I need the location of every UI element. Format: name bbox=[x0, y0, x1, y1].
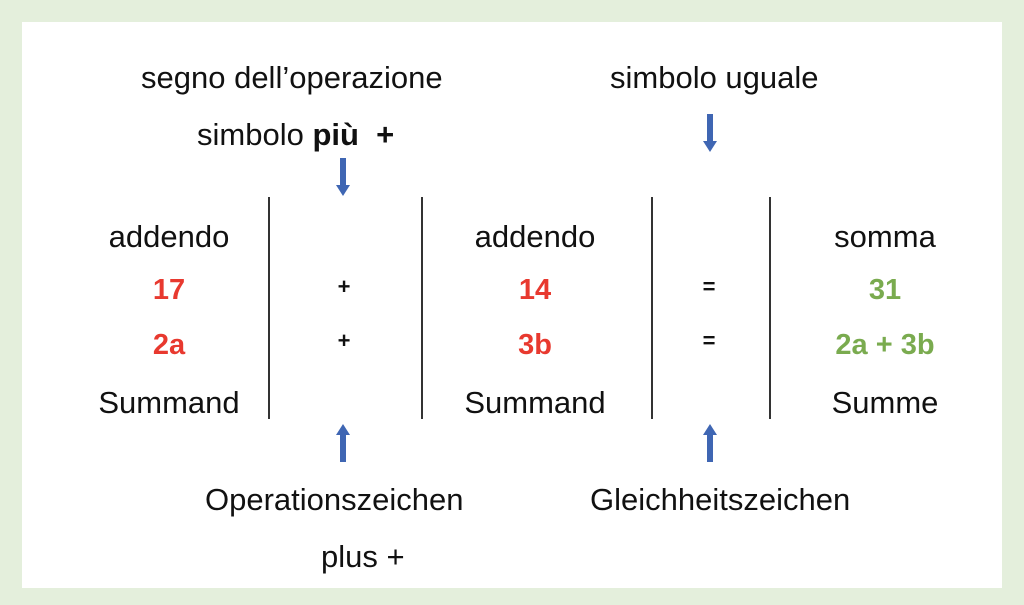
addend-footer: Summand bbox=[98, 385, 240, 420]
sum-header: somma bbox=[834, 219, 936, 254]
plus-operator: + bbox=[337, 328, 351, 353]
column-divider bbox=[651, 197, 653, 419]
arrow-up-icon bbox=[336, 424, 350, 462]
addend-value: 3b bbox=[518, 329, 552, 361]
operation-sign-de-label: Operationszeichen bbox=[205, 482, 464, 517]
diagram-panel bbox=[22, 22, 1002, 588]
column-divider bbox=[421, 197, 423, 419]
arrow-down-icon bbox=[703, 114, 717, 152]
plus-de-label: plus + bbox=[321, 539, 405, 574]
plus-symbol-sign: + bbox=[376, 117, 395, 152]
column-divider bbox=[268, 197, 270, 419]
addend-header: addendo bbox=[108, 219, 230, 254]
equal-sign-de-label: Gleichheitszeichen bbox=[590, 482, 851, 517]
equal-symbol-label: simbolo uguale bbox=[610, 60, 819, 95]
operation-sign-label: segno dell’operazione bbox=[141, 60, 443, 95]
sum-footer: Summe bbox=[831, 385, 939, 420]
plus-operator: + bbox=[337, 274, 351, 299]
plus-symbol-prefix: simbolo bbox=[197, 117, 313, 152]
plus-symbol-bold: più bbox=[312, 117, 359, 152]
column-divider bbox=[769, 197, 771, 419]
addend-value: 17 bbox=[152, 274, 186, 306]
addend-value: 14 bbox=[518, 274, 552, 306]
equals-operator: = bbox=[702, 274, 716, 299]
addend-footer: Summand bbox=[464, 385, 606, 420]
plus-symbol-label: simbolo più + bbox=[197, 119, 394, 150]
equals-operator: = bbox=[702, 328, 716, 353]
arrow-up-icon bbox=[703, 424, 717, 462]
arrow-down-icon bbox=[336, 158, 350, 196]
sum-value: 2a + 3b bbox=[835, 329, 935, 361]
sum-value: 31 bbox=[868, 274, 902, 306]
addend-value: 2a bbox=[152, 329, 186, 361]
addend-header: addendo bbox=[474, 219, 596, 254]
